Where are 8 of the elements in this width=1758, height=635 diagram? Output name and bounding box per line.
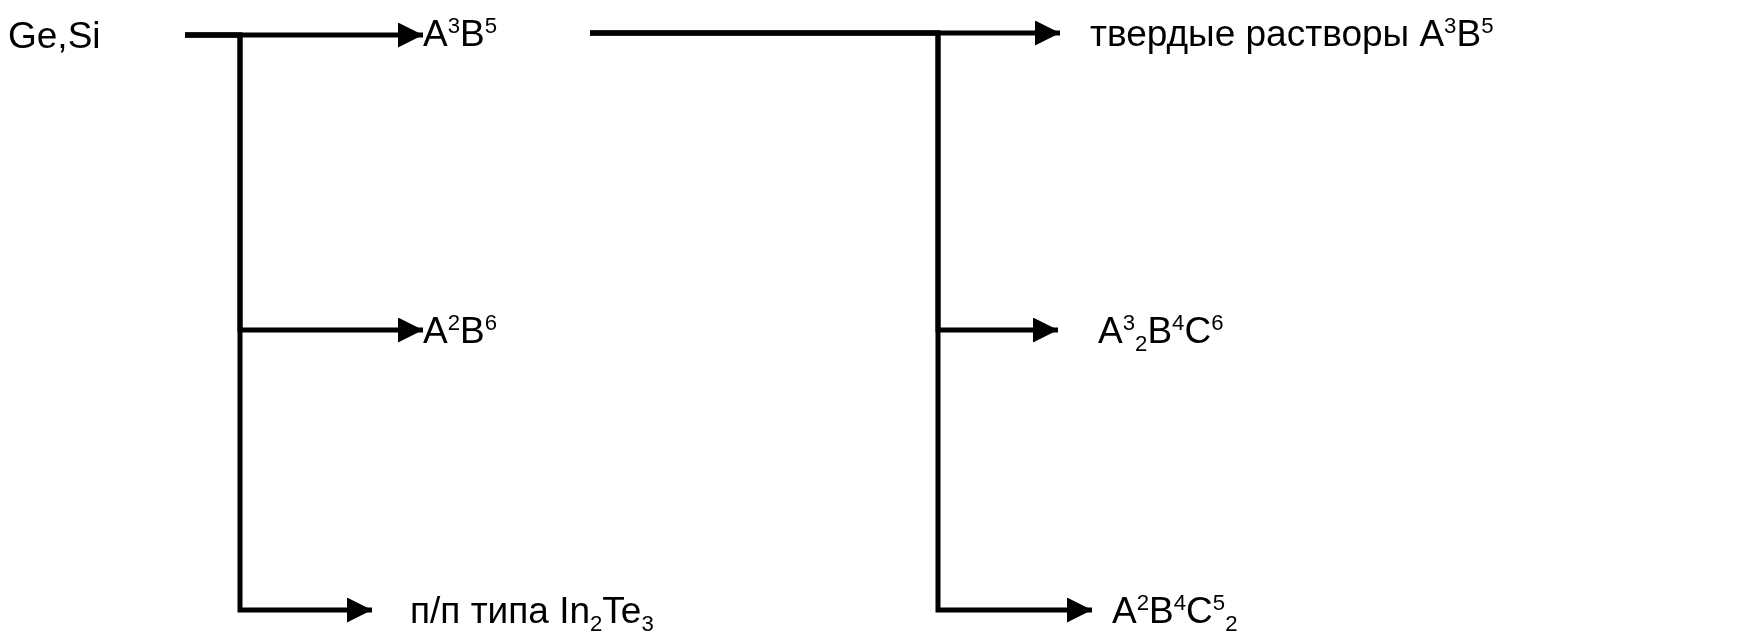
class-label: A$^{2}$B$^{6}$ bbox=[423, 311, 498, 349]
class-label: Ge,Si bbox=[8, 16, 101, 54]
class-label: A$^{3}$$_{2}$B$^{4}$C$^{6}$ bbox=[1098, 311, 1224, 349]
arrow bbox=[185, 32, 372, 623]
class-label: п/п типа In$_{2}$Te$_{3}$ bbox=[410, 591, 654, 629]
class-label: A$^{3}$B$^{5}$ bbox=[423, 14, 498, 52]
arrow bbox=[590, 30, 1092, 623]
class-label: твердые растворы A$^{3}$B$^{5}$ bbox=[1090, 14, 1494, 52]
